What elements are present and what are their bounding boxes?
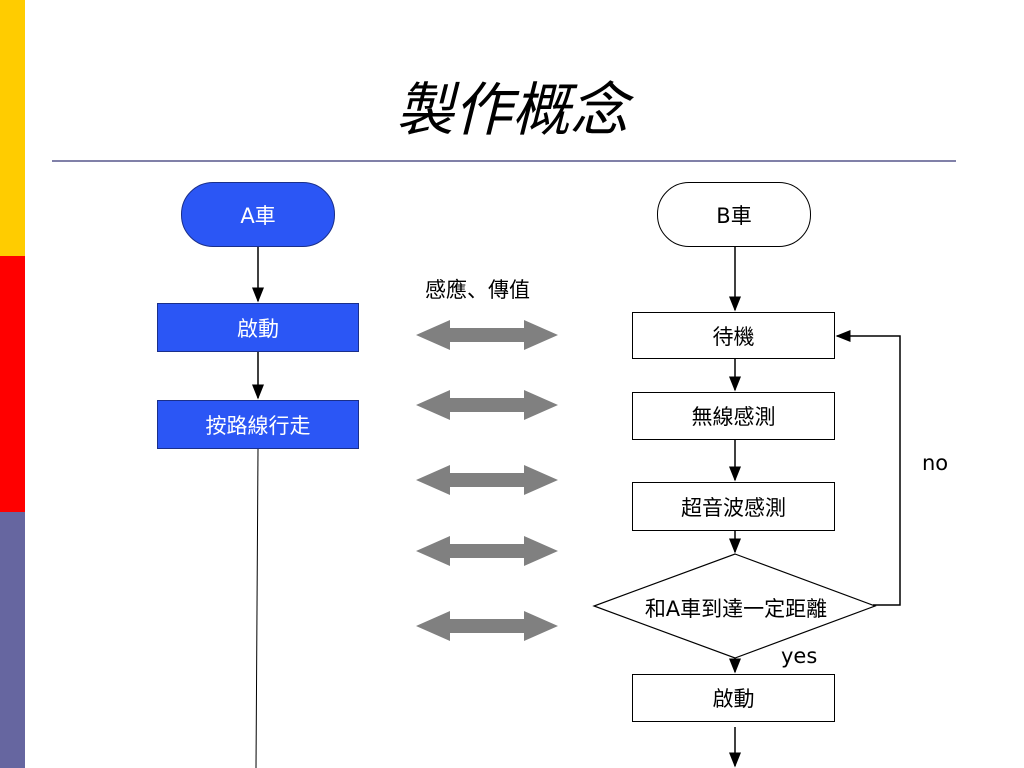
double-arrow-4 xyxy=(416,536,558,566)
connector-no-loop xyxy=(835,330,901,606)
title-divider xyxy=(52,160,956,162)
sense-transmit-label: 感應、傳值 xyxy=(425,278,530,302)
node-b-wireless-sensing: 無線感測 xyxy=(632,392,835,440)
sense-arrows xyxy=(416,320,558,641)
double-arrow-5 xyxy=(416,611,558,641)
node-b-ultrasonic-sensing: 超音波感測 xyxy=(632,482,835,531)
node-b-car: B車 xyxy=(657,182,811,247)
no-label: no xyxy=(922,451,949,475)
node-a-follow-route: 按路線行走 xyxy=(157,400,359,449)
double-arrow-1 xyxy=(416,320,558,350)
yes-label: yes xyxy=(781,644,818,668)
node-a-start: 啟動 xyxy=(157,303,359,352)
page-title: 製作概念 xyxy=(395,76,628,144)
connector-a-route-down xyxy=(255,448,259,768)
node-b-start: 啟動 xyxy=(632,674,835,722)
node-b-standby: 待機 xyxy=(632,312,835,359)
stripe-red xyxy=(0,256,25,512)
decision-label: 和A車到達一定距離 xyxy=(644,597,828,621)
stripe-yellow xyxy=(0,0,25,256)
double-arrow-3 xyxy=(416,465,558,495)
stripe-purple xyxy=(0,512,25,768)
decision-diamond xyxy=(592,553,877,659)
node-a-car: A車 xyxy=(181,182,335,247)
double-arrow-2 xyxy=(416,390,558,420)
